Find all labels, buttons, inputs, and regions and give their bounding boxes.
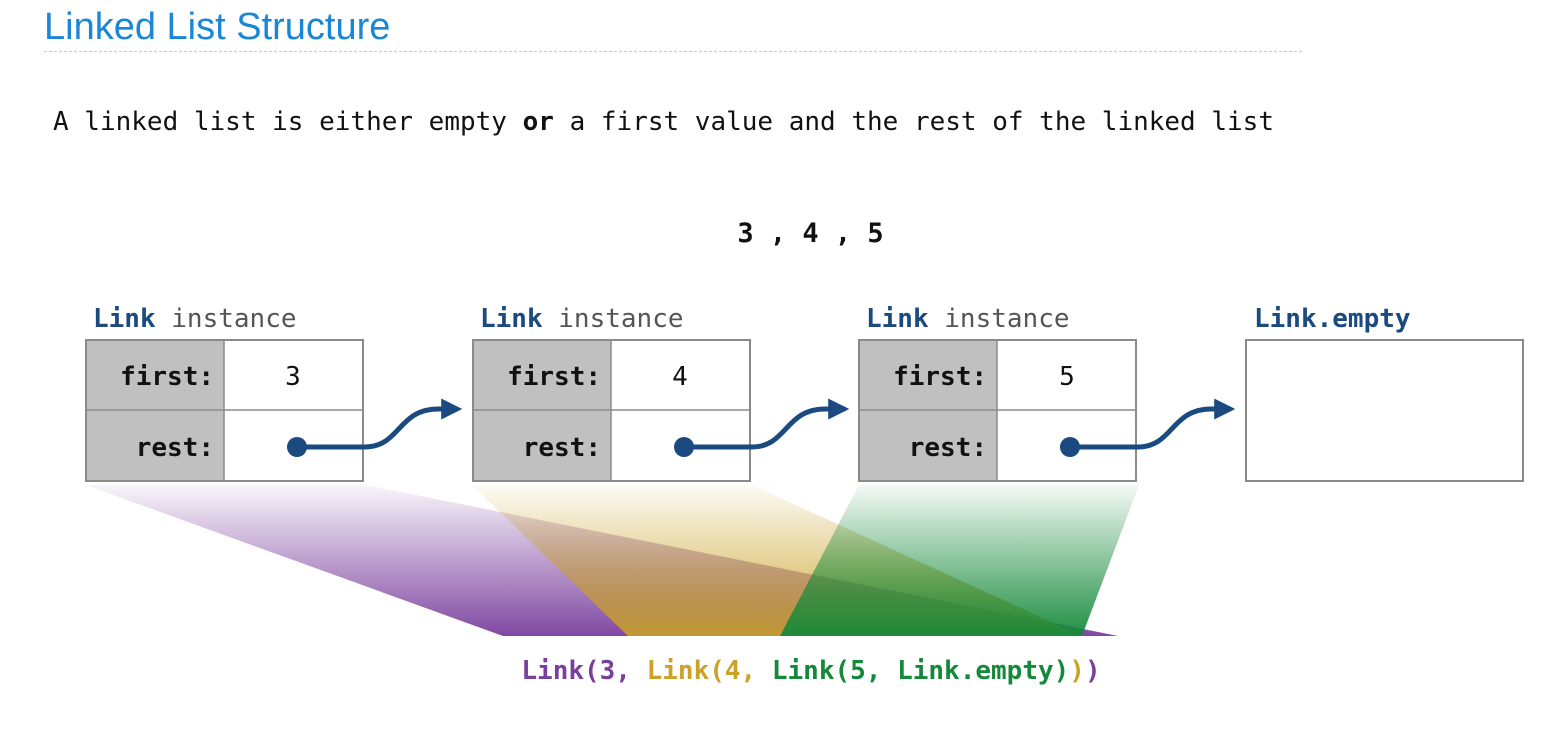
first-value: 4 <box>672 362 688 392</box>
link-empty: Link.empty <box>1245 304 1524 482</box>
first-value: 5 <box>1059 362 1075 392</box>
expr-outer-close: ) <box>1085 656 1101 686</box>
link-label: Link instance <box>93 304 297 334</box>
intro-text-before: A linked list is either empty <box>53 107 523 137</box>
intro-emphasis: or <box>522 107 554 137</box>
constructor-expression: Link(3, Link(4, Link(5, Link.empty))) <box>521 656 1100 686</box>
first-label: first: <box>893 362 987 392</box>
intro-text-after: a first value and the rest of the linked… <box>553 107 1274 137</box>
rest-label: rest: <box>909 433 987 463</box>
first-value: 3 <box>285 362 301 392</box>
first-label: first: <box>120 362 214 392</box>
empty-label: Link.empty <box>1254 304 1411 334</box>
green-projection <box>780 485 1139 636</box>
expr-outer: Link(3, <box>521 656 646 686</box>
expr-middle-close: ) <box>1069 656 1085 686</box>
link-label: Link instance <box>480 304 684 334</box>
page-title: Linked List Structure <box>44 6 391 48</box>
instance-word: instance <box>156 304 297 334</box>
link-label: Link instance <box>866 304 1070 334</box>
pointer-arrow-1 <box>287 398 463 457</box>
expr-inner: Link(5, Link.empty) <box>772 656 1069 686</box>
sequence-values: 3 , 4 , 5 <box>737 218 884 249</box>
pointer-arrow-3 <box>1060 398 1236 457</box>
link-keyword: Link <box>480 304 543 334</box>
link-keyword: Link <box>93 304 156 334</box>
rest-label: rest: <box>136 433 214 463</box>
title-divider <box>44 51 1302 52</box>
first-label: first: <box>507 362 601 392</box>
rest-label: rest: <box>523 433 601 463</box>
empty-box <box>1245 339 1524 482</box>
expr-middle: Link(4, <box>647 656 772 686</box>
instance-word: instance <box>929 304 1070 334</box>
pointer-arrow-2 <box>674 398 850 457</box>
instance-word: instance <box>543 304 684 334</box>
intro-sentence: A linked list is either empty or a first… <box>53 107 1274 137</box>
link-instance-1: Link instance first: rest: 3 <box>85 304 364 482</box>
link-instance-2: Link instance first: rest: 4 <box>472 304 751 482</box>
link-keyword: Link <box>866 304 929 334</box>
link-instance-3: Link instance first: rest: 5 <box>858 304 1137 482</box>
